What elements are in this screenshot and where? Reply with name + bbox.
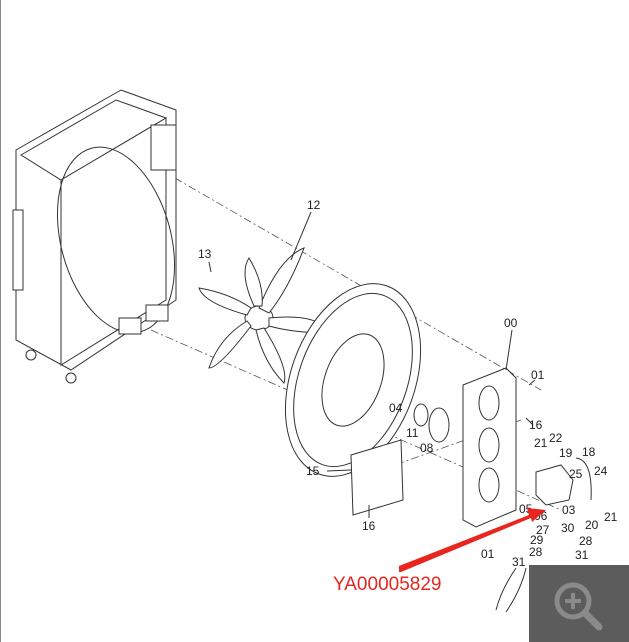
label-11: 11 xyxy=(406,426,419,440)
label-21b: 21 xyxy=(604,510,618,524)
pulley xyxy=(428,407,450,443)
label-12: 12 xyxy=(307,198,321,212)
leader-lines xyxy=(208,211,536,518)
label-16: 16 xyxy=(529,418,543,432)
radiator xyxy=(12,89,177,384)
zoom-in-icon xyxy=(554,582,603,631)
pump xyxy=(535,464,574,506)
label-20: 20 xyxy=(585,518,599,532)
zoom-in-button[interactable] xyxy=(529,565,629,642)
label-04: 04 xyxy=(389,401,403,415)
annotation-arrow xyxy=(399,508,546,572)
label-22: 22 xyxy=(549,431,563,445)
label-28: 28 xyxy=(579,534,593,548)
hose-lower xyxy=(495,567,527,613)
hose xyxy=(575,457,592,501)
label-28b: 28 xyxy=(529,545,543,559)
label-27: 27 xyxy=(536,523,550,537)
label-24: 24 xyxy=(594,464,608,478)
part-number-annotation: YA00005829 xyxy=(333,574,441,595)
label-00: 00 xyxy=(504,316,518,330)
label-21: 21 xyxy=(534,436,548,450)
label-31: 31 xyxy=(575,548,589,562)
label-25: 25 xyxy=(569,467,583,481)
label-03: 03 xyxy=(562,503,576,517)
label-31b: 31 xyxy=(512,555,526,569)
spacer xyxy=(413,403,429,427)
mount-frame xyxy=(462,367,517,528)
label-19: 19 xyxy=(559,446,573,460)
part-labels: 12 13 00 01 04 16 11 08 21 22 19 18 25 2… xyxy=(198,198,618,569)
label-15: 15 xyxy=(306,464,320,478)
bracket xyxy=(350,439,404,516)
label-29: 29 xyxy=(530,533,544,547)
label-13: 13 xyxy=(198,247,212,261)
axis-line xyxy=(160,169,542,391)
fan-shroud xyxy=(284,283,422,477)
label-18: 18 xyxy=(582,445,596,459)
label-30: 30 xyxy=(561,521,575,535)
label-16b: 16 xyxy=(362,519,376,533)
fan xyxy=(198,247,330,384)
label-01b: 01 xyxy=(481,547,495,561)
label-08: 08 xyxy=(420,441,434,455)
label-01: 01 xyxy=(531,368,545,382)
